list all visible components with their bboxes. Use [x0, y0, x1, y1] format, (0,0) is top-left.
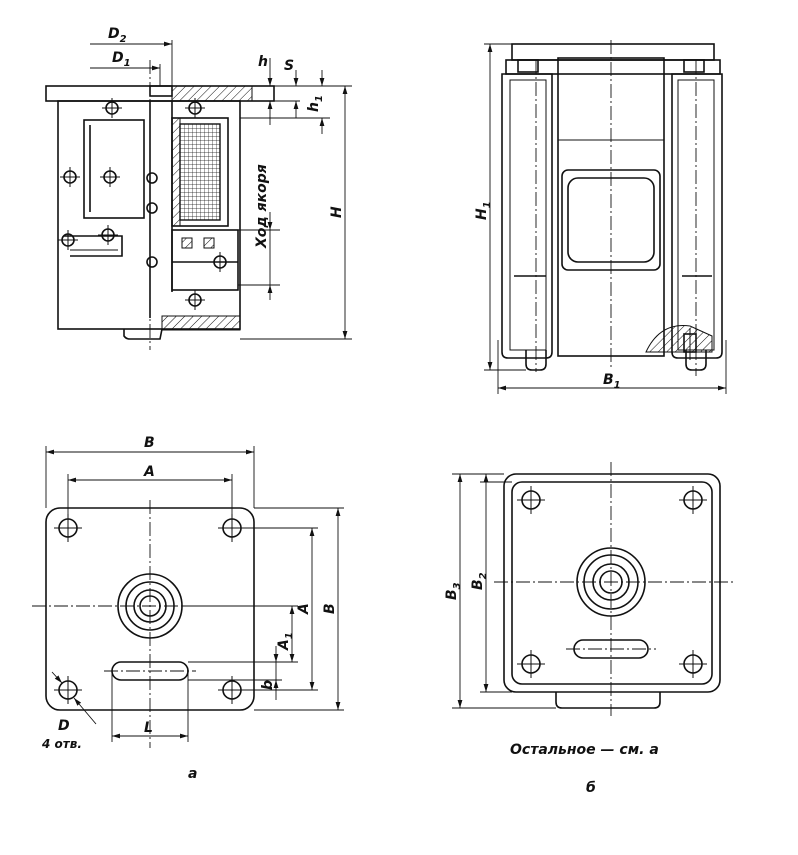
label-h1-height: H1 [474, 201, 493, 220]
front-view: H1 B1 [474, 40, 727, 394]
label-b2: B2 [470, 572, 489, 590]
plan-view-a: B A B A A1 b L D 4 отв. [32, 435, 344, 782]
label-d2: D2 [108, 26, 127, 45]
label-b-width: B [144, 435, 155, 451]
hole-icon [54, 514, 246, 704]
label-armature-stroke: Ход якоря [254, 164, 270, 249]
label-b-height: B [322, 603, 338, 614]
label-view-b: б [586, 780, 596, 796]
side-section-view: D2 D1 h S h1 Ход якоря H [45, 26, 352, 350]
label-h: h [258, 54, 268, 70]
label-a-width: A [143, 464, 155, 480]
label-a1: A1 [276, 632, 295, 651]
label-a-height: A [296, 603, 312, 615]
screw-icon [58, 98, 230, 310]
plan-view-b: B3 B2 Остальное — см. а б [444, 462, 734, 796]
label-d1: D1 [112, 50, 131, 69]
label-h-total: H [329, 206, 345, 218]
label-d-hole: D [58, 718, 70, 734]
label-holes-count: 4 отв. [41, 737, 82, 751]
label-b1: B1 [603, 372, 621, 391]
hole-icon [517, 486, 707, 678]
label-h1: h1 [306, 95, 325, 112]
label-l: L [144, 720, 153, 736]
label-b3: B3 [444, 582, 463, 600]
label-view-a: а [188, 766, 197, 782]
label-b-slot: b [260, 680, 276, 690]
label-s: S [284, 58, 294, 74]
note-rest: Остальное — см. а [510, 742, 659, 758]
